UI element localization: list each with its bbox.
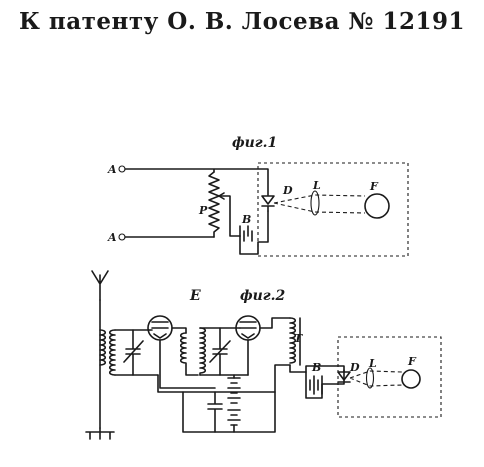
fig2-antenna-icon bbox=[91, 270, 109, 301]
figure-2: фиг.2 E bbox=[85, 270, 442, 440]
fig2-antenna-coil-icon bbox=[99, 329, 107, 366]
fig2-detector-icon bbox=[337, 371, 351, 381]
fig2-lens-icon bbox=[365, 367, 375, 389]
fig2-detector-label: D bbox=[349, 361, 360, 374]
fig2-tube1-leads bbox=[149, 327, 187, 334]
fig2-transformer-label: T bbox=[294, 332, 303, 345]
fig1-potentiometer-label: P bbox=[198, 204, 208, 217]
fig1-terminal-bottom-label: A bbox=[107, 231, 117, 244]
fig2-screen-icon bbox=[401, 369, 421, 389]
fig2-screen-label: F bbox=[407, 355, 417, 368]
fig2-plate-coil1-icon bbox=[179, 332, 199, 376]
fig2-amplifier-label: E bbox=[189, 288, 201, 304]
fig2-transformer-primary-icon bbox=[289, 317, 297, 364]
fig2-enclosure bbox=[337, 336, 442, 418]
fig2-tube2-leads bbox=[235, 317, 291, 329]
fig1-screen-icon bbox=[364, 193, 390, 219]
fig1-detector-label: D bbox=[282, 184, 293, 197]
fig2-secondary-top-wire bbox=[305, 365, 345, 373]
fig1-battery-icon bbox=[239, 225, 253, 242]
fig1-enclosure bbox=[257, 162, 409, 257]
fig2-tank1-coil-icon bbox=[108, 329, 116, 376]
fig1-top-wire bbox=[124, 168, 269, 196]
page-title: К патенту О. В. Лосева № 12191 bbox=[18, 8, 466, 35]
fig2-tank2-wire bbox=[199, 327, 249, 376]
fig2-ground-icon bbox=[85, 427, 115, 440]
fig2-plate-battery-icon bbox=[227, 377, 241, 426]
fig1-caption: фиг.1 bbox=[232, 135, 277, 151]
fig1-wiper-wire bbox=[220, 195, 241, 237]
fig2-secondary-wire bbox=[289, 364, 345, 399]
fig2-battery-icon bbox=[309, 375, 323, 395]
fig1-terminal-bottom-icon bbox=[118, 233, 126, 241]
fig1-lens-label: L bbox=[312, 179, 321, 192]
figure-1: фиг.1 A A P B D bbox=[107, 135, 409, 257]
fig1-wiper-arrow-icon bbox=[218, 192, 225, 200]
fig2-tube1-filament-wire bbox=[159, 339, 216, 389]
fig1-terminal-top-label: A bbox=[107, 163, 117, 176]
fig1-potentiometer-icon bbox=[208, 171, 220, 238]
fig2-tube2-electrodes bbox=[239, 321, 257, 339]
fig1-terminal-top-icon bbox=[118, 165, 126, 173]
fig2-tube1-electrodes bbox=[151, 321, 169, 339]
fig2-tank2-coil-icon bbox=[199, 327, 207, 376]
fig2-lower-loop bbox=[182, 391, 276, 433]
fig2-tank2-capacitor-icon bbox=[209, 327, 231, 376]
fig2-battery-label: B bbox=[311, 361, 321, 374]
fig2-bypass-capacitor-icon bbox=[207, 391, 223, 433]
fig2-caption: фиг.2 bbox=[240, 288, 286, 304]
fig1-battery-wire bbox=[239, 210, 269, 255]
fig2-light-rays bbox=[349, 370, 403, 387]
fig1-detector-icon bbox=[261, 195, 275, 205]
fig2-tank1-capacitor-icon bbox=[123, 329, 144, 376]
fig1-lens-icon bbox=[310, 190, 320, 216]
fig1-battery-label: B bbox=[241, 213, 251, 226]
fig1-screen-label: F bbox=[369, 180, 379, 193]
fig2-lens-label: L bbox=[368, 357, 377, 370]
